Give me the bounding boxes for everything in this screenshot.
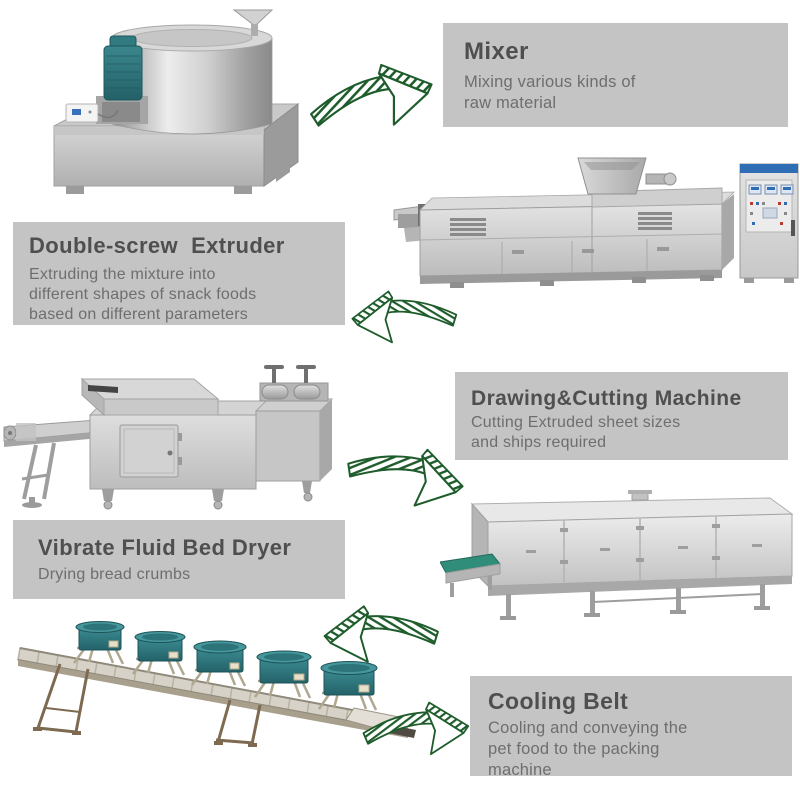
- flow-arrow-2-left: [342, 278, 468, 352]
- step-description-mixer: Mixing various kinds of raw material: [464, 73, 636, 112]
- roller-handwheels: [264, 365, 316, 383]
- step-box-dryer: Vibrate Fluid Bed Dryer Drying bread cru…: [13, 520, 345, 599]
- flow-arrow-5-right: [359, 688, 472, 768]
- double-screw-extruder-machine-image: [392, 148, 800, 290]
- dryer-handles: [526, 524, 762, 564]
- mixer-machine-image: [38, 6, 316, 198]
- step-box-mixer: Mixer Mixing various kinds of raw materi…: [443, 23, 788, 127]
- step-description-extruder: Extruding the mixture into different sha…: [29, 266, 257, 324]
- cabinet-meters: [748, 184, 794, 195]
- extruder-hopper: [577, 157, 677, 195]
- drawing-cutting-machine-image: [2, 353, 354, 513]
- mixer-funnel: [232, 9, 274, 36]
- step-box-cutting: Drawing&Cutting Machine Cutting Extruded…: [455, 372, 788, 460]
- cutting-hood: [80, 377, 220, 417]
- cabinet-buttons: [750, 202, 787, 225]
- dryer-infeed-conveyor: [440, 553, 501, 597]
- step-description-cutting: Cutting Extruded sheet sizes and ships r…: [471, 414, 681, 452]
- cutting-conveyor-arm: [3, 418, 111, 508]
- mixer-control-box: [65, 103, 119, 123]
- step-title-cooling: Cooling Belt: [488, 688, 629, 714]
- extruder-control-cabinet: [739, 163, 799, 283]
- cooling-belt-legs: [36, 663, 262, 745]
- extruder-vent-grilles: [450, 212, 672, 236]
- cooling-fan-1: [72, 621, 125, 665]
- cooling-fan-4: [253, 650, 312, 699]
- step-description-dryer: Drying bread crumbs: [38, 566, 191, 583]
- step-description-cooling: Cooling and conveying the pet food to th…: [488, 719, 688, 779]
- cooling-fan-5: [317, 661, 378, 711]
- extruder-body: [419, 187, 735, 288]
- cooling-belt-frame: [17, 647, 416, 738]
- cooling-fan-3: [190, 640, 247, 687]
- cooling-fan-2: [131, 631, 186, 676]
- cooling-belt-machine-image: [8, 612, 440, 748]
- cooling-belt-feet: [33, 727, 257, 747]
- dryer-body: [470, 490, 794, 596]
- vibrate-fluid-bed-dryer-machine-image: [440, 490, 800, 622]
- step-title-mixer: Mixer: [464, 38, 529, 65]
- cutting-feet: [102, 481, 313, 510]
- step-box-cooling: Cooling Belt Cooling and conveying the p…: [470, 676, 792, 779]
- flow-arrow-1-right: [298, 42, 443, 152]
- mixer-motor: [96, 35, 148, 124]
- step-title-extruder: Double-screw Extruder: [29, 233, 285, 258]
- step-box-extruder: Double-screw Extruder Extruding the mixt…: [13, 222, 345, 325]
- step-title-dryer: Vibrate Fluid Bed Dryer: [38, 535, 292, 560]
- step-title-cutting: Drawing&Cutting Machine: [471, 387, 742, 410]
- mixer-drum: [111, 24, 273, 135]
- dryer-legs: [500, 584, 770, 620]
- cutting-rollers: [259, 365, 329, 402]
